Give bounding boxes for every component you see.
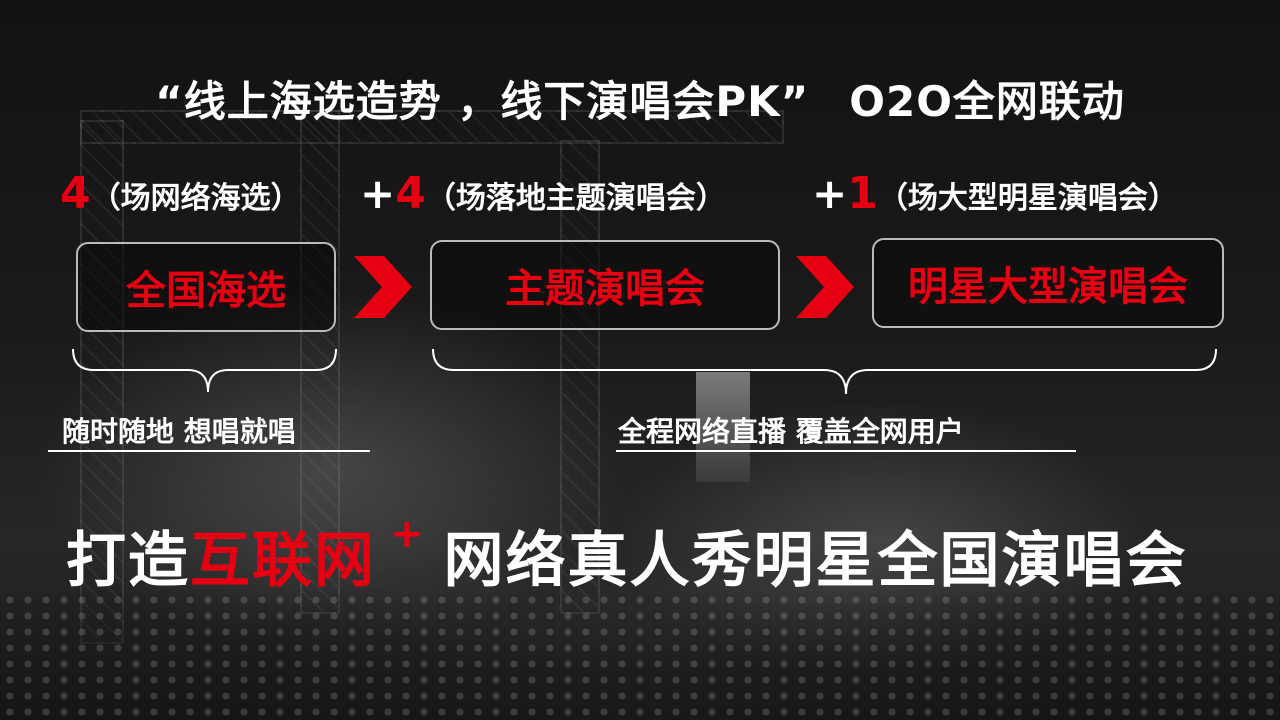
brace-icon — [432, 348, 1217, 395]
count-online-number: 4 — [60, 168, 91, 219]
stage-box-theme-concert: 主题演唱会 — [430, 240, 780, 330]
slogan: 打造互联网 + 网络真人秀明星全国演唱会 — [66, 511, 1188, 599]
stage-label: 主题演唱会 — [505, 266, 705, 312]
caption-anytime: 随时随地 想唱就唱 — [62, 415, 296, 448]
slogan-prefix: 打造 — [66, 526, 190, 596]
chevron-right-icon — [354, 256, 412, 318]
caption-underline — [48, 450, 370, 452]
plus-sign: + — [360, 169, 396, 218]
count-star-label: （场大型明星演唱会） — [877, 181, 1178, 216]
stage-box-audition: 全国海选 — [76, 242, 336, 332]
caption-live-stream: 全程网络直播 覆盖全网用户 — [618, 415, 964, 448]
count-line-1: 4（场网络海选） — [60, 168, 301, 219]
slogan-plus: + — [390, 511, 426, 557]
stage-label: 明星大型演唱会 — [908, 264, 1188, 310]
stage-truss-right — [560, 140, 600, 614]
count-theme-label: （场落地主题演唱会） — [425, 181, 726, 216]
stage-truss-left — [80, 120, 124, 644]
crowd — [0, 590, 1280, 720]
stage-truss-top — [80, 110, 784, 144]
title-quote: “线上海选造势 ，线下演唱会PK” — [155, 77, 810, 126]
page-title: “线上海选造势 ，线下演唱会PK” O2O全网联动 — [40, 68, 1240, 129]
count-online-label: （场网络海选） — [90, 181, 301, 216]
stage-screen — [696, 372, 750, 482]
stage-label: 全国海选 — [126, 268, 286, 314]
brace-icon — [72, 348, 337, 393]
title-o2o: O2O全网联动 — [849, 77, 1125, 126]
count-star-number: 1 — [847, 168, 878, 219]
slogan-highlight: 互联网 — [190, 526, 376, 596]
plus-sign: + — [812, 169, 848, 218]
count-line-3: +1（场大型明星演唱会） — [812, 168, 1178, 219]
stage-box-star-concert: 明星大型演唱会 — [872, 238, 1224, 328]
chevron-right-icon — [796, 256, 854, 318]
count-theme-number: 4 — [395, 168, 426, 219]
slogan-suffix: 网络真人秀明星全国演唱会 — [443, 526, 1188, 596]
count-line-2: +4（场落地主题演唱会） — [360, 168, 726, 219]
caption-underline — [616, 450, 1076, 452]
